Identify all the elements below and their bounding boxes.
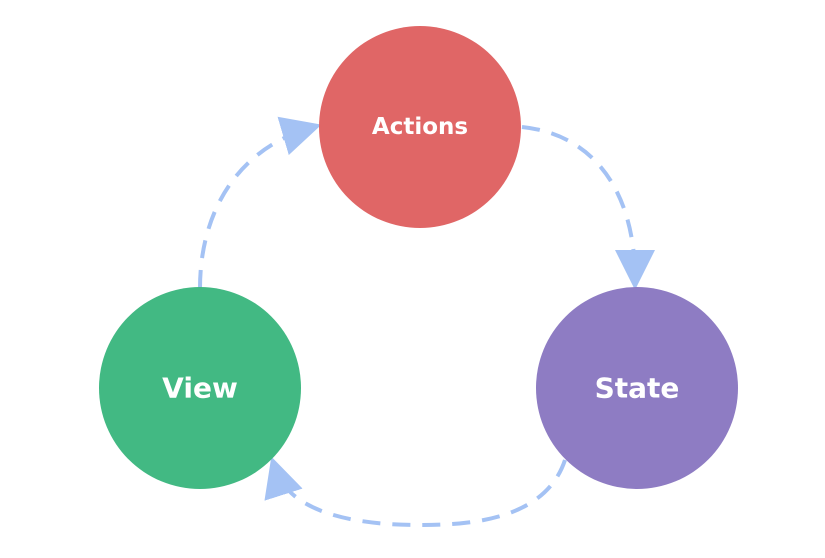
actions-node: Actions [319,26,521,228]
state-label: State [595,372,680,405]
actions-label: Actions [372,114,468,140]
arrow-view-to-actions [198,116,322,289]
state-circle [536,287,738,489]
arrow-state-to-view [264,456,567,528]
state-node: State [536,287,738,489]
view-label: View [162,372,238,405]
view-node: View [99,287,301,489]
view-circle [99,287,301,489]
arrow-actions-to-state [521,125,655,290]
actions-circle [319,26,521,228]
